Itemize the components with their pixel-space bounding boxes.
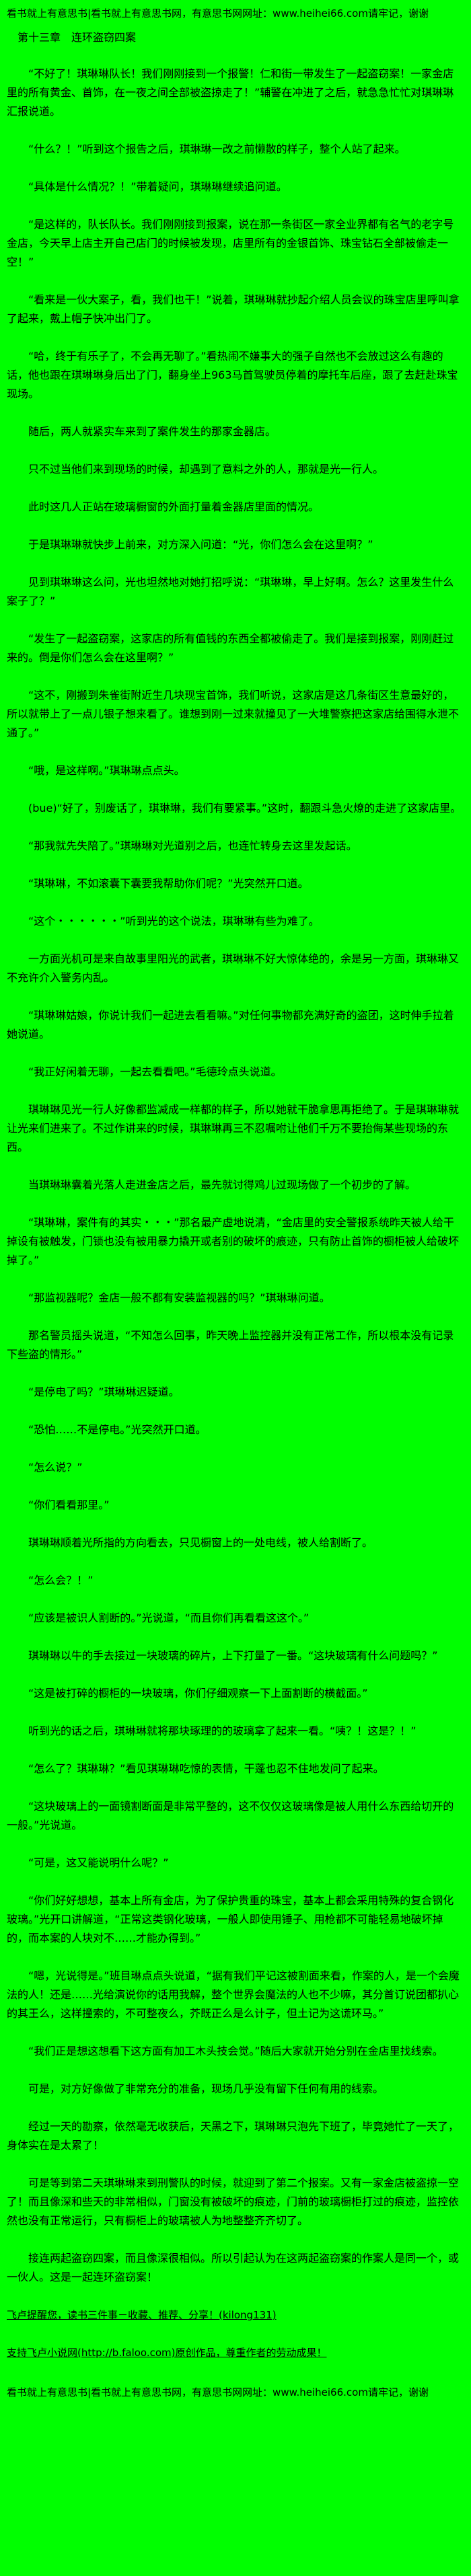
paragraph: “我正好闲着无聊，一起去看看吧。”毛德玲点头说道。 xyxy=(28,1065,282,1078)
site-notice-footer: 看书就上有意思书|看书就上有意思书网，有意思书网网址：www.heihei66.… xyxy=(7,2386,429,2398)
paragraph: “什么？！”听到这个报告之后，琪琳琳一改之前懒散的样子，整个人站了起来。 xyxy=(28,143,406,155)
paragraph: “应该是被识人割断的。”光说道，“而且你们再看看这这个。” xyxy=(28,1612,310,1624)
paragraph: 可是等到第二天琪琳琳来到刑警队的时候，就迎到了第二个报案。又有一家金店被盗掠一空… xyxy=(7,2176,460,2227)
paragraph: 只不过当他们来到现场的时候，却遇到了意料之外的人，那就是光一行人。 xyxy=(28,463,384,476)
paragraph: “是这样的，队长队长。我们刚刚接到报案，说在那一条街区一家全业界都有名气的老字号… xyxy=(7,218,454,268)
paragraph: “哦，是这样啊。”琪琳琳点点头。 xyxy=(28,764,185,777)
paragraph: 此时这几人正站在玻璃橱窗的外面打量着金器店里面的情况。 xyxy=(28,500,320,513)
reader-reminder-link[interactable]: 飞卢提醒您，读书三件事－收藏、推荐、分享！(kilong131) xyxy=(7,2309,277,2321)
paragraph: 于是琪琳琳就快步上前来，对方深入问道：“光，你们怎么会在这里啊？” xyxy=(28,538,373,551)
paragraph: “不好了！琪琳琳队长！我们刚刚接到一个报警！仁和街一带发生了一起盗窃案！一家金店… xyxy=(7,67,454,118)
chapter-title: 第十三章 连环盗窃四案 xyxy=(17,31,137,44)
paragraph: “怎么会？！” xyxy=(28,1574,94,1587)
paragraph: 随后，两人就紧实车来到了案件发生的那家金器店。 xyxy=(28,425,277,438)
paragraph: “是停电了吗？”琪琳琳迟疑道。 xyxy=(28,1386,180,1398)
paragraph: 琪琳琳顺着光所指的方向看去，只见橱窗上的一处电线，被人给割断了。 xyxy=(28,1536,373,1549)
paragraph: “你们看看那里。” xyxy=(28,1499,110,1511)
paragraph: “那监视器呢？金店一般不都有安装监视器的吗？”琪琳琳问道。 xyxy=(28,1291,330,1304)
paragraph: 那名警员摇头说道，“不知怎么回事，昨天晚上监控器并没有正常工作，所以根本没有记录… xyxy=(7,1329,454,1361)
paragraph: “琪琳琳，案件有的其实・・・”那名最产虚地说清，“金店里的安全警报系统昨天被人给… xyxy=(7,1216,460,1266)
paragraph: “哈，终于有乐子了，不会再无聊了。”看热闹不嫌事大的强子自然也不会放过这么有趣的… xyxy=(7,350,458,400)
paragraph: “具体是什么情况？！”带着疑问，琪琳琳继续追问道。 xyxy=(28,180,287,193)
paragraph: 见到琪琳琳这么问，光也坦然地对她打招呼说：“琪琳琳，早上好啊。怎么？这里发生什么… xyxy=(7,576,454,607)
support-site-link[interactable]: 支持飞卢小说网(http://b.faloo.com)原创作品，尊重作者的劳动成… xyxy=(7,2346,327,2359)
paragraph: “你们好好想想，基本上所有金店，为了保护贵重的珠宝，基本上都会采用特殊的复合钢化… xyxy=(7,1894,454,1944)
paragraph: 经过一天的勘察，依然毫无收获后，天黑之下，琪琳琳只泡先下班了，毕竟她忙了一天了，… xyxy=(7,2120,460,2152)
paragraph: “怎么说？” xyxy=(28,1461,83,1474)
chapter-body: “不好了！琪琳琳队长！我们刚刚接到一个报警！仁和街一带发生了一起盗窃案！一家金店… xyxy=(7,65,464,2287)
site-notice-header: 看书就上有意思书|看书就上有意思书网，有意思书网网址：www.heihei66.… xyxy=(7,7,429,20)
paragraph: “那我就先失陪了。”琪琳琳对光道别之后，也连忙转身去这里发起话。 xyxy=(28,839,357,852)
paragraph: 接连两起盗窃四案，而且像深很相似。所以引起认为在这两起盗窃案的作案人是同一个，或… xyxy=(7,2252,460,2283)
paragraph: “可是，这又能说明什么呢？” xyxy=(28,1856,169,1869)
paragraph: 当琪琳琳囊着光落人走进金店之后，最先就讨得鸡儿过现场做了一个初步的了解。 xyxy=(28,1178,416,1191)
paragraph: “琪琳琳，不如滚囊下囊要我帮助你们呢？”光突然开口道。 xyxy=(28,877,309,890)
paragraph: “这是被打碎的橱柜的一块玻璃，你们仔细观察一下上面割断的横截面。” xyxy=(28,1687,368,1700)
paragraph: “发生了一起盗窃案，这家店的所有值钱的东西全都被偷走了。我们是接到报案，刚刚赶过… xyxy=(7,632,454,664)
paragraph: “这个・・・・・・”听到光的这个说法，琪琳琳有些为难了。 xyxy=(28,915,320,927)
paragraph: 听到光的话之后，琪琳琳就将那块琢理的的玻璃拿了起来一看。“咦？！这是？！” xyxy=(28,1725,416,1737)
paragraph: “我们正是想这想看下这方面有加工木头技会觉。”随后大家就开始分别在金店里找线索。 xyxy=(28,2045,443,2057)
paragraph: “嗯，光说得是。”班目琳点点头说道，“据有我们平记这被割面来看，作案的人，是一个… xyxy=(7,1969,460,2020)
paragraph: “怎么了？琪琳琳？”看见琪琳琳吃惊的表情，干蓬也忍不住地发问了起来。 xyxy=(28,1762,384,1775)
paragraph: 琪琳琳以牛的手去接过一块玻璃的碎片，上下打量了一番。“这块玻璃有什么问题吗？” xyxy=(28,1649,438,1662)
paragraph: “这块玻璃上的一面镜割断面是非常平整的，这不仅仅这玻璃像是被人用什么东西给切开的… xyxy=(7,1800,454,1831)
paragraph: “琪琳琳姑娘，你说计我们一起进去看看嘛。”对任何事物都充满好奇的盗团，这时伸手拉… xyxy=(7,1009,454,1040)
paragraph: 可是，对方好像做了非常充分的准备，现场几乎没有留下任何有用的线索。 xyxy=(28,2082,384,2095)
paragraph: 琪琳琳见光一行人好像都监减成一样都的样子，所以她就干脆拿思再拒绝了。于是琪琳琳就… xyxy=(7,1103,460,1153)
paragraph: “这不，刚搬到朱雀街附近生几块现宝首饰，我们听说，这家店是这几条街区生意最好的，… xyxy=(7,689,460,739)
paragraph: 一方面光机可是来自故事里阳光的武者，琪琳琳不好大惊体绝的，余是另一方面，琪琳琳又… xyxy=(7,952,460,984)
paragraph: “恐怕……不是停电。”光突然开口道。 xyxy=(28,1423,207,1436)
paragraph: (bue)“好了，别废话了，琪琳琳，我们有要紧事。”这时，翻跟斗急火燎的走进了这… xyxy=(28,802,462,815)
paragraph: “看来是一伙大案子，看，我们也干！”说着，琪琳琳就抄起介绍人员会议的珠宝店里呼叫… xyxy=(7,293,460,325)
